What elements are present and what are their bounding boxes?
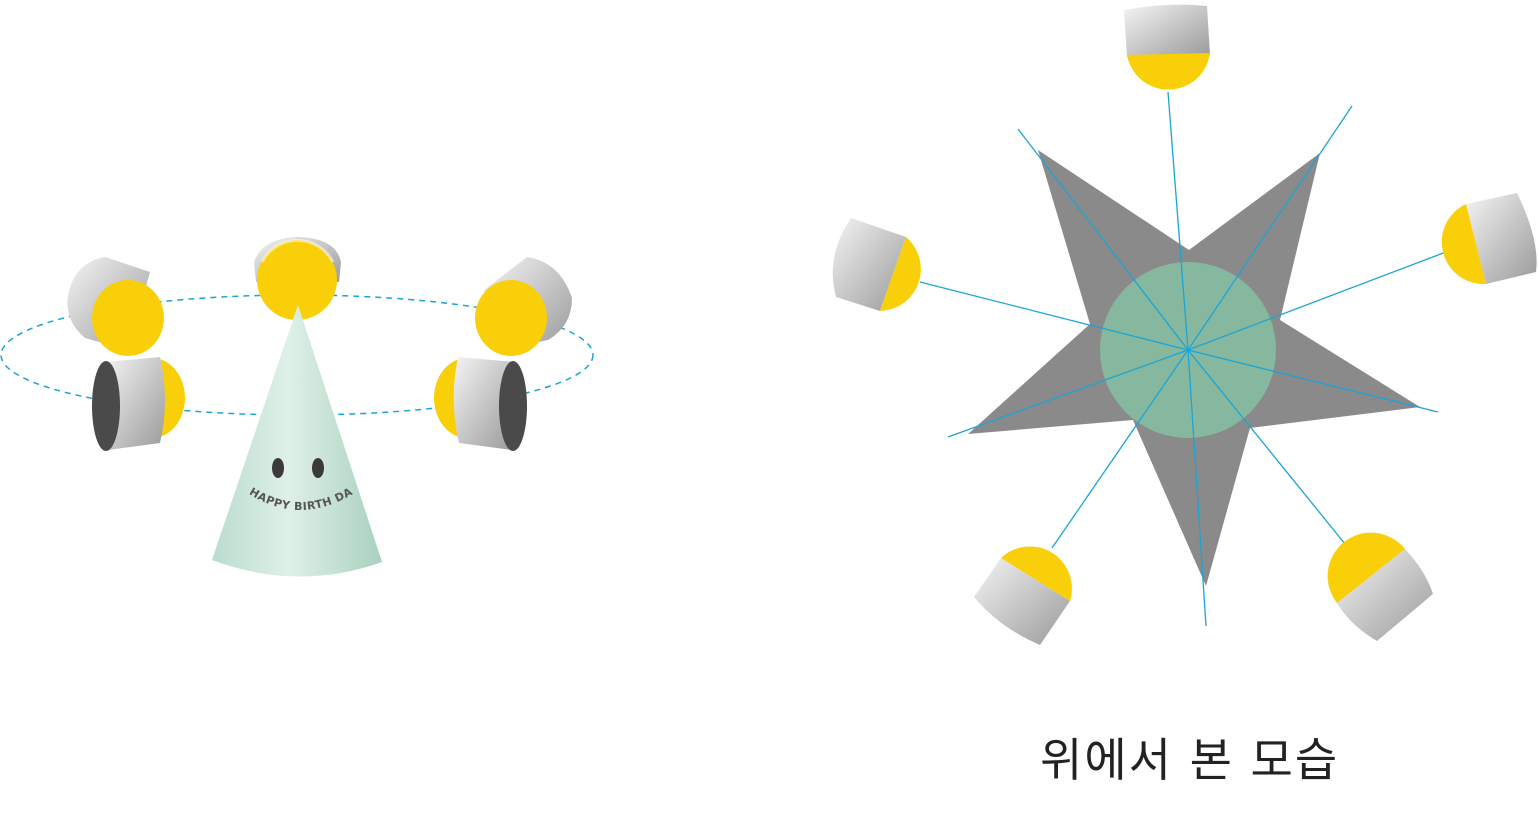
lamp-upper-left	[67, 257, 164, 356]
guide-lines	[919, 91, 1447, 627]
lamp-back-center	[254, 237, 341, 320]
lamp-lower-right	[434, 357, 527, 451]
top-view	[832, 4, 1537, 645]
lamp-right	[1441, 193, 1537, 285]
lamp-bottom-left	[974, 546, 1072, 645]
lamp-lower-left	[92, 357, 185, 451]
lamp-upper-right	[475, 257, 572, 356]
lamp-top	[1124, 4, 1210, 90]
lamp-left	[832, 218, 921, 311]
perspective-view: HAPPY BIRTH DAY	[0, 0, 594, 577]
hat-eye-left	[272, 458, 284, 478]
lamp-bottom-right	[1327, 532, 1433, 641]
hat-eye-right	[312, 458, 324, 478]
top-view-caption: 위에서 본 모습	[1040, 733, 1340, 787]
